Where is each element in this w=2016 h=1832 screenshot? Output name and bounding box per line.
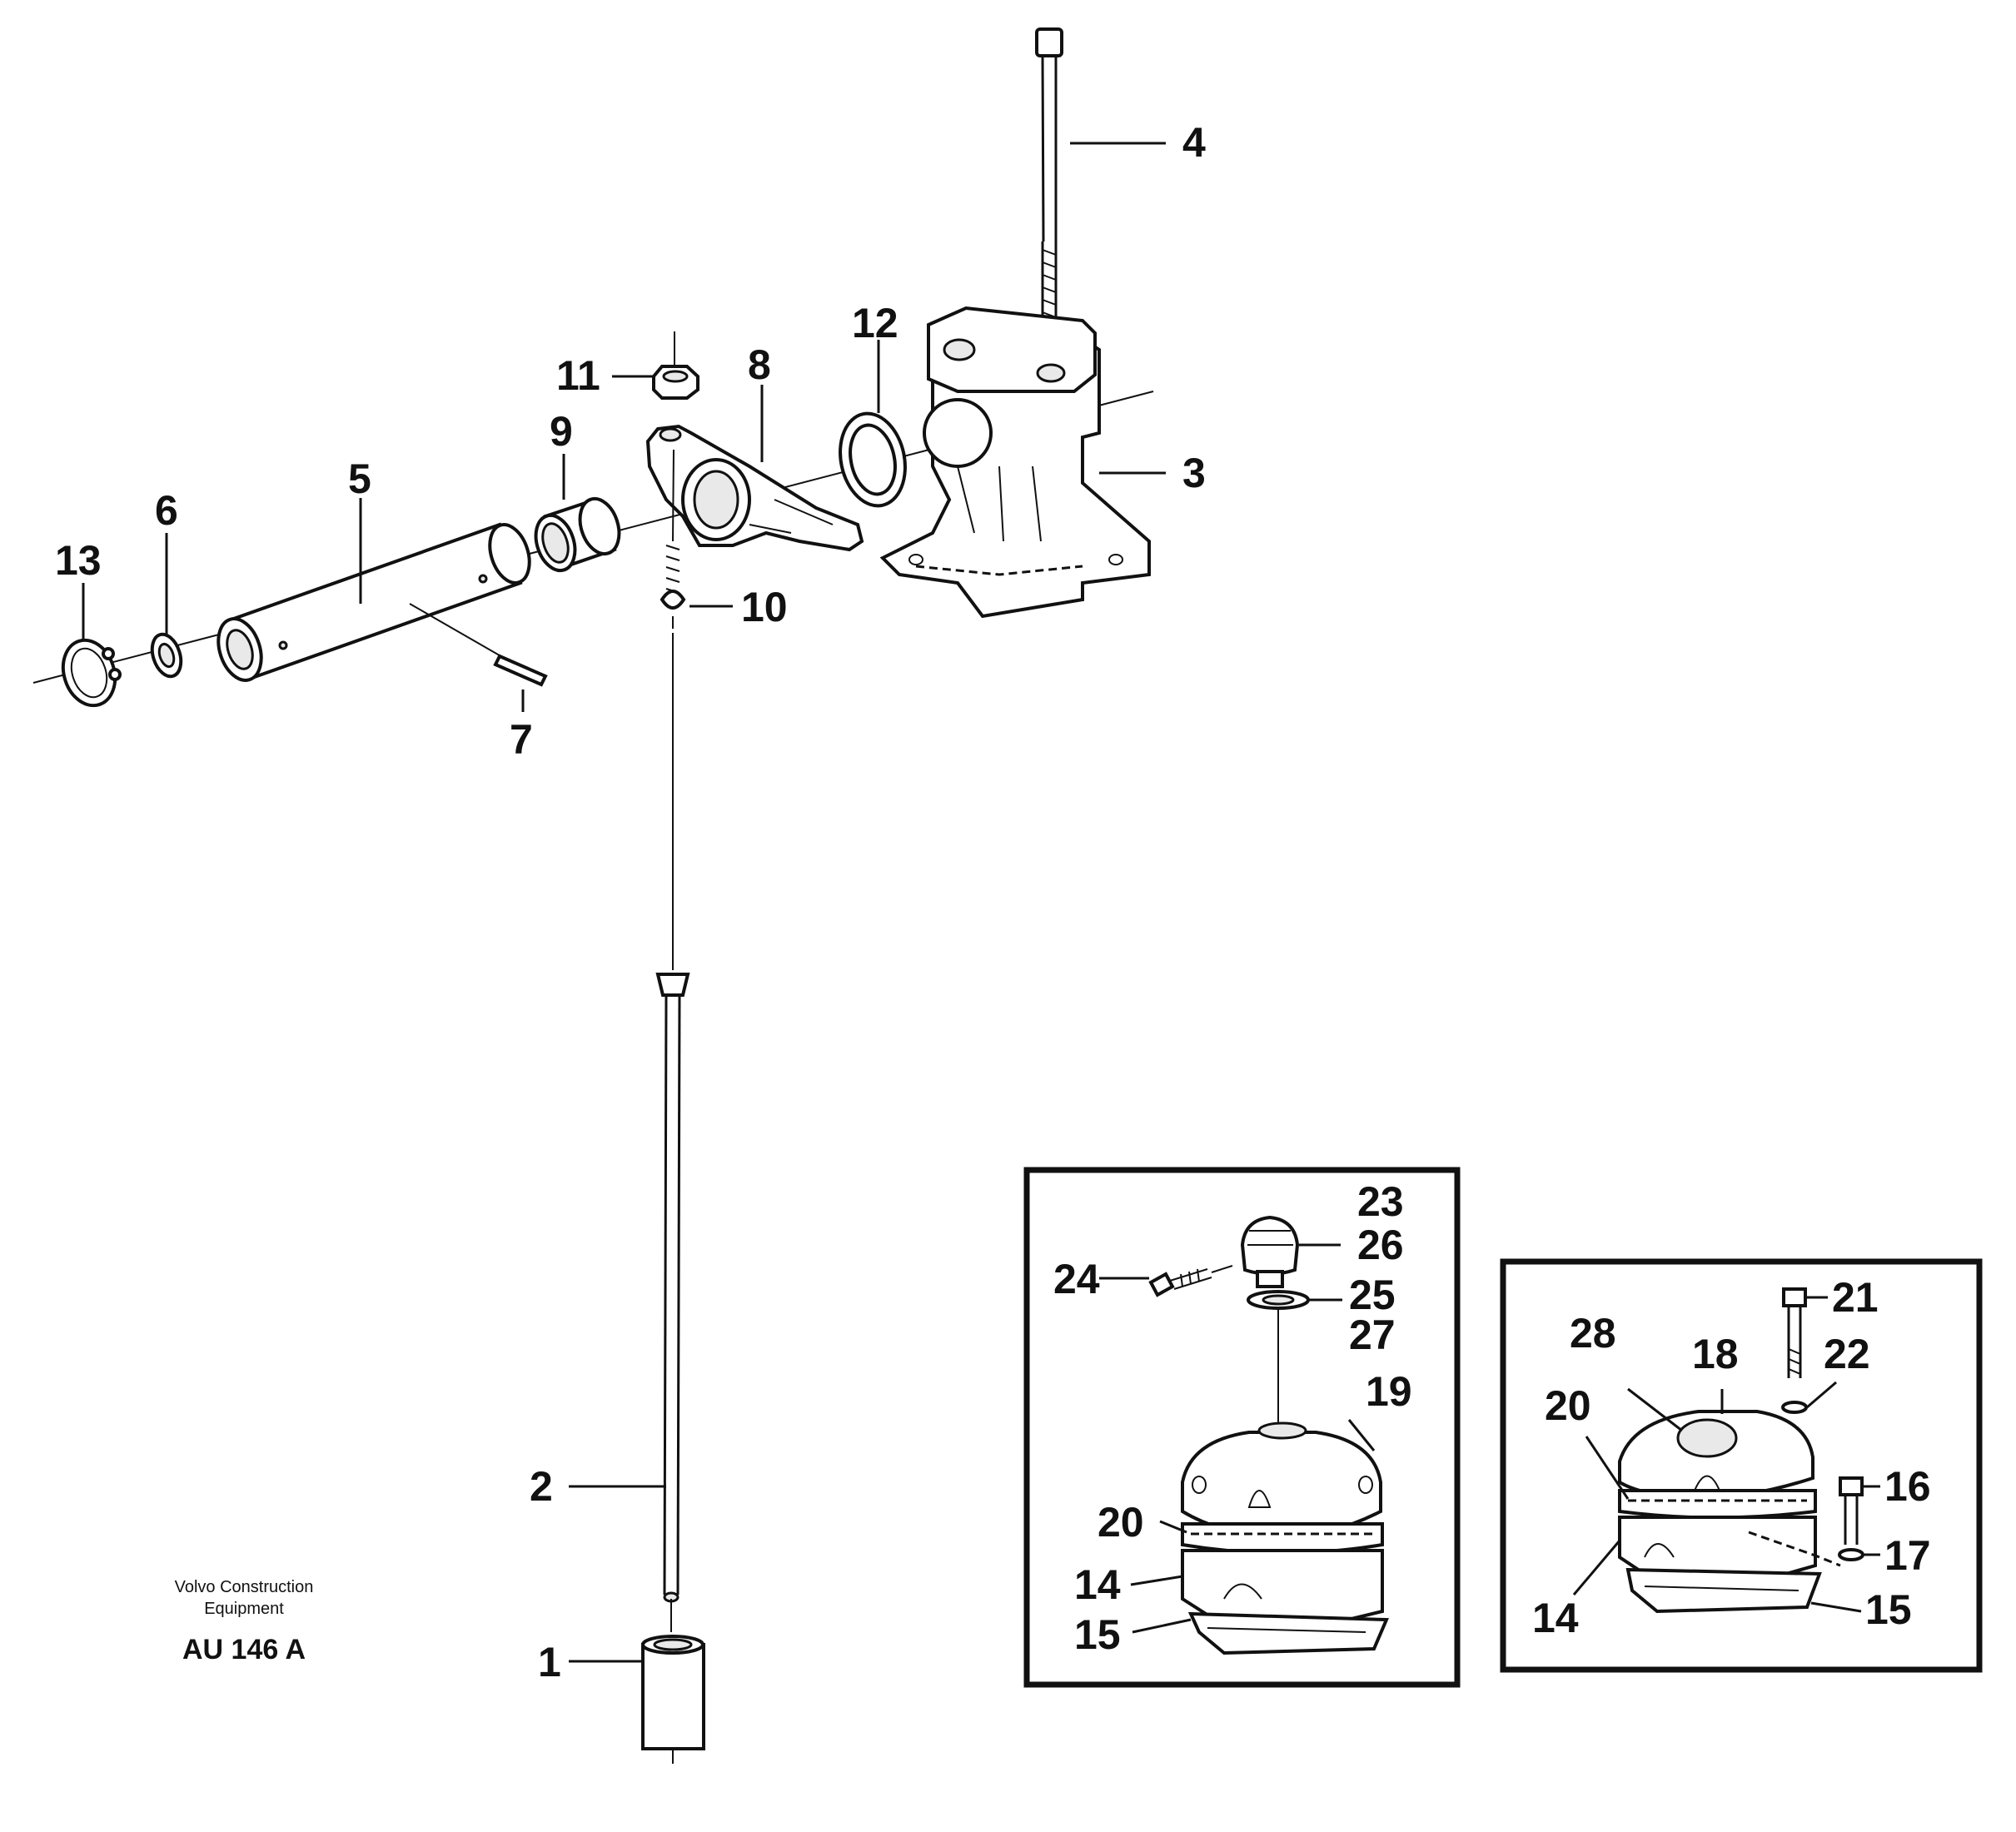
inset-b-callout-21: 21 — [1832, 1274, 1879, 1321]
callout-11: 11 — [556, 352, 600, 399]
part-13-circlip — [61, 638, 122, 708]
callout-8: 8 — [748, 341, 771, 388]
callout-2: 2 — [530, 1463, 553, 1510]
inset-box-a — [1023, 1167, 1461, 1688]
callout-4: 4 — [1182, 119, 1206, 166]
inset-a-callout-24: 24 — [1053, 1256, 1100, 1302]
inset-a-callout-19: 19 — [1366, 1368, 1412, 1415]
callout-3: 3 — [1182, 450, 1206, 496]
callout-5: 5 — [348, 456, 371, 502]
callout-7: 7 — [510, 716, 533, 763]
callout-13: 13 — [55, 537, 102, 584]
inset-a-callout-14: 14 — [1074, 1561, 1121, 1608]
inset-b-callout-15: 15 — [1865, 1586, 1912, 1633]
inset-b-callout-16: 16 — [1884, 1463, 1931, 1510]
drawing-code: AU 146 A — [182, 1634, 306, 1665]
part-1-tappet — [641, 1635, 705, 1764]
callout-6: 6 — [155, 487, 178, 534]
part-11-nut — [652, 331, 699, 400]
part-9-bushing — [534, 496, 621, 573]
callout-10: 10 — [741, 584, 788, 630]
inset-b-callout-17: 17 — [1884, 1532, 1931, 1579]
callout-12: 12 — [852, 300, 898, 346]
inset-box-b — [1500, 1258, 1983, 1673]
part-12-gasket — [839, 411, 907, 508]
inset-a-leaders — [1099, 1243, 1376, 1634]
part-5-shaft — [217, 522, 531, 682]
part-8-rocker-arm — [645, 424, 864, 552]
inset-b-callout-28: 28 — [1570, 1310, 1616, 1357]
leader-lines — [82, 142, 1166, 1663]
credit-line-2: Equipment — [204, 1600, 284, 1618]
part-10-adjusting-screw — [660, 449, 686, 629]
credit-line-1: Volvo Construction — [175, 1578, 314, 1596]
callout-1: 1 — [538, 1639, 561, 1685]
inset-a-callout-26: 26 — [1357, 1222, 1404, 1268]
inset-a-callout-23: 23 — [1357, 1178, 1404, 1225]
inset-a-cap-assembly — [1148, 1215, 1389, 1655]
part-7-pin — [409, 603, 548, 687]
inset-b-callout-22: 22 — [1824, 1331, 1870, 1377]
inset-b-leaders — [1572, 1296, 1880, 1613]
inset-a-callout-20: 20 — [1098, 1499, 1144, 1546]
inset-b-cover-assembly — [1618, 1287, 1864, 1614]
inset-a-callout-15: 15 — [1074, 1611, 1121, 1658]
part-2-push-rod — [655, 973, 690, 1632]
callout-9: 9 — [550, 408, 573, 455]
part-3-bracket — [879, 306, 1151, 619]
inset-b-callout-14: 14 — [1532, 1595, 1579, 1641]
part-6-washer — [150, 632, 183, 679]
inset-a-callout-25: 25 — [1349, 1272, 1396, 1318]
inset-b-callout-20: 20 — [1545, 1382, 1591, 1429]
inset-b-callout-18: 18 — [1692, 1331, 1739, 1377]
inset-a-callout-27: 27 — [1349, 1312, 1396, 1358]
